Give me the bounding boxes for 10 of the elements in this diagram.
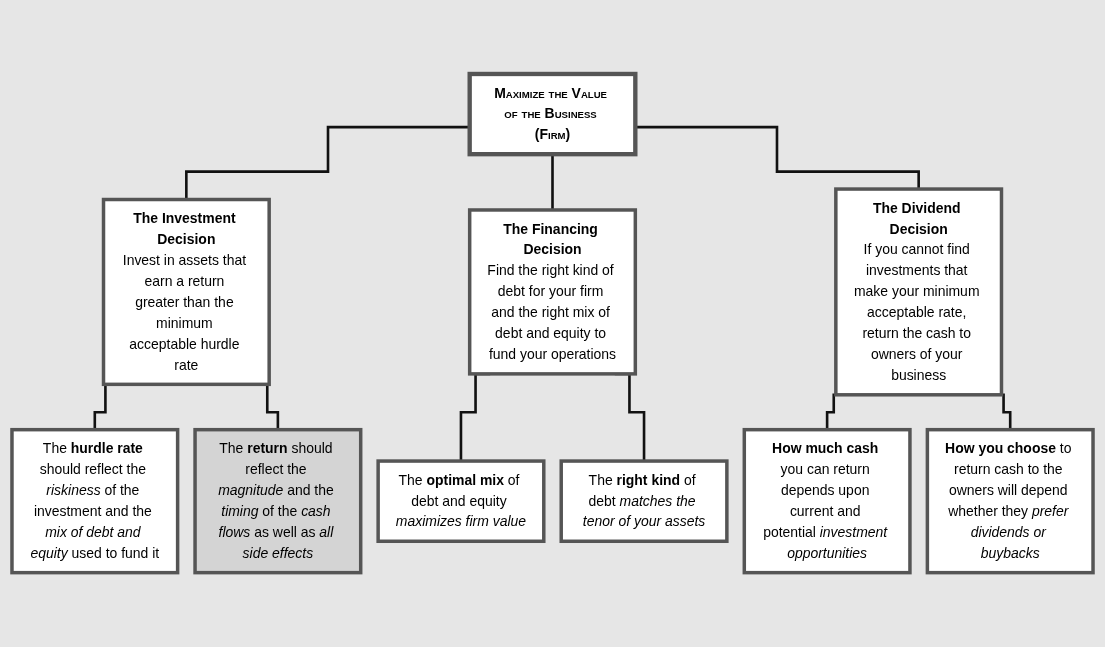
node-box: How you choose to return cash to the owners will depend whether they prefer dividends or buybacks: [925, 428, 1095, 575]
node-box: How much cash you can return depends upon current and potential investment opportunities: [742, 428, 912, 575]
node-box: Maximize the Value of the Business (Firm): [467, 71, 638, 157]
node-box: The optimal mix of debt and equity maximizes firm value: [376, 459, 546, 544]
node-box: The Investment Decision Invest in assets that earn a return greater than the minimum acceptable hurdle rate: [101, 197, 271, 387]
node-box: The hurdle rate should reflect the riskiness of the investment and the mix of debt and equity used to fund it: [10, 428, 180, 575]
node-box: The Dividend Decision If you cannot find investments that make your minimum acceptable rate, return the cash to owners of your business: [834, 187, 1004, 397]
node-box: The Financing Decision Find the right kind of debt for your firm and the right mix of debt and equity to fund your operations: [467, 208, 638, 376]
node-box: The right kind of debt matches the tenor of your assets: [559, 459, 729, 544]
node-box: The return should reflect the magnitude and the timing of the cash flows as well as all side effects: [193, 428, 363, 575]
